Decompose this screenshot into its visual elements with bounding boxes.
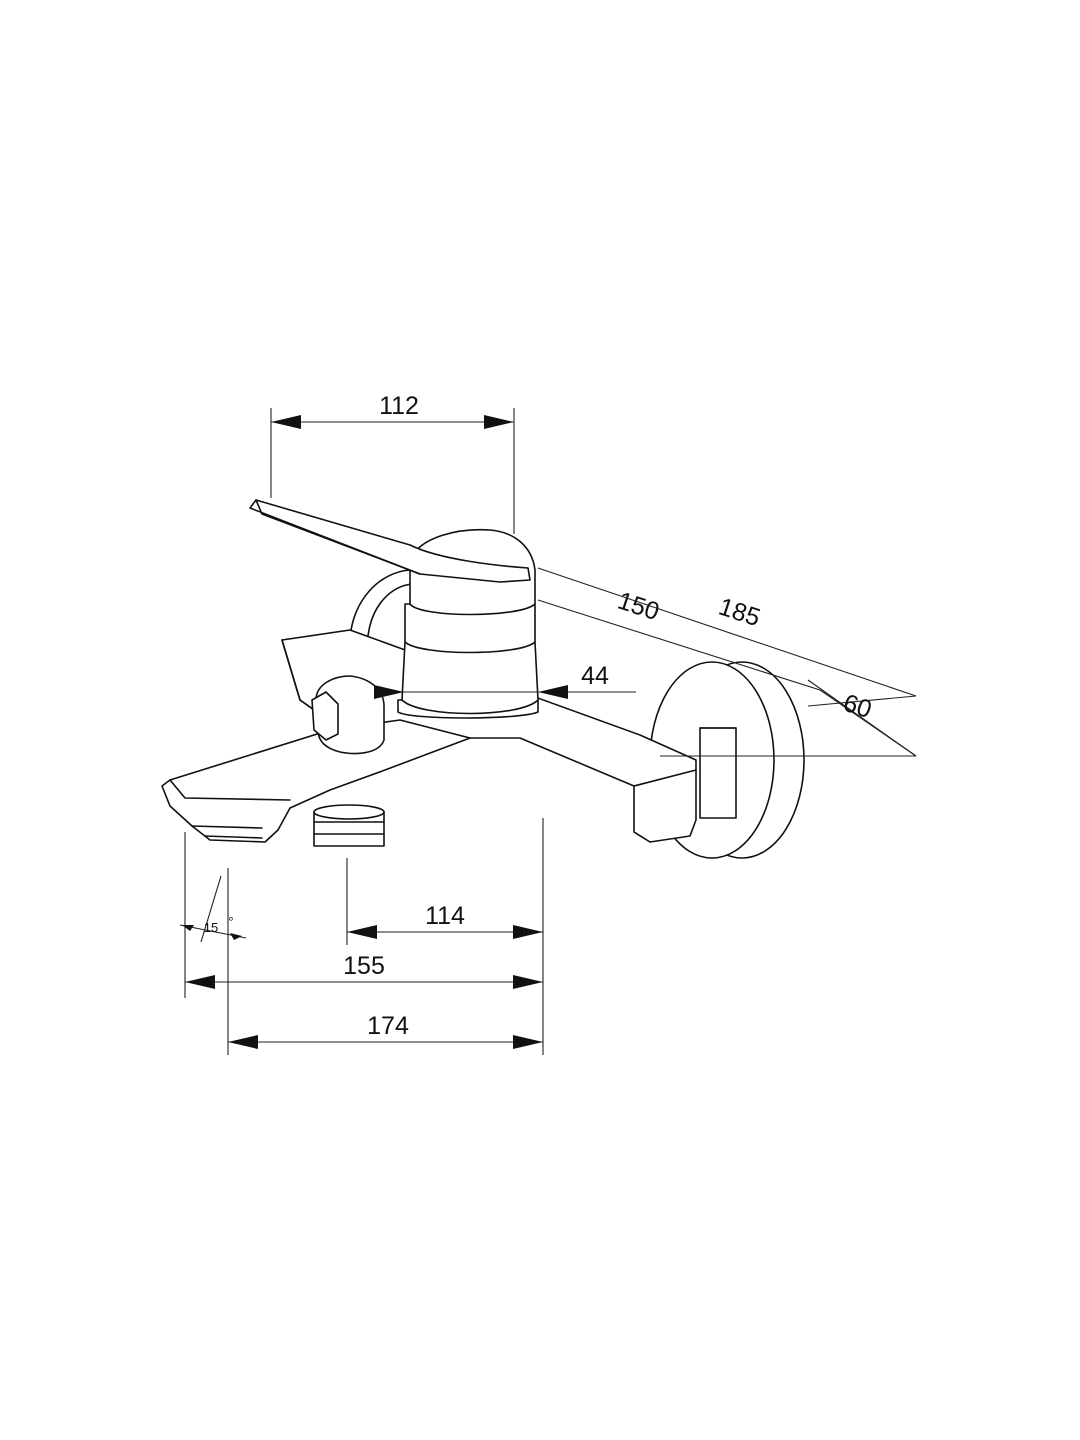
degree-symbol: ° — [228, 914, 233, 929]
extension-lines-bottom — [184, 818, 544, 1055]
dim-114 — [347, 925, 543, 939]
dim-label-60: 60 — [840, 689, 875, 724]
dim-label-155: 155 — [343, 952, 385, 980]
lever-handle — [249, 499, 531, 583]
dim-label-185: 185 — [715, 593, 763, 633]
dim-label-150: 150 — [614, 587, 662, 627]
dim-112 — [270, 408, 515, 534]
dim-label-112: 112 — [379, 392, 419, 420]
dim-label-44: 44 — [581, 662, 609, 690]
diverter-knob — [311, 675, 385, 755]
dim-label-15: 15 — [204, 920, 218, 935]
outlet-thread — [313, 804, 385, 847]
dim-155 — [185, 975, 543, 989]
dim-44 — [374, 685, 636, 699]
dim-label-174: 174 — [367, 1012, 409, 1040]
spout — [161, 719, 471, 843]
dim-angle-15 — [179, 875, 247, 943]
dim-label-114: 114 — [425, 902, 465, 930]
dim-depth-oblique — [537, 567, 917, 757]
dim-174 — [228, 1035, 543, 1049]
